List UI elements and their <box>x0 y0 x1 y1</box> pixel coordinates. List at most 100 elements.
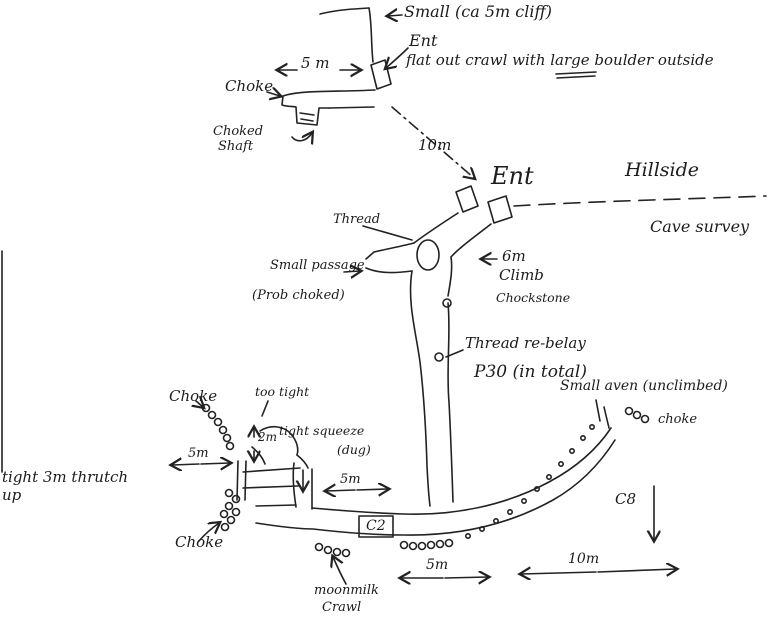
funnel-left-edge <box>413 212 459 244</box>
mid-5m-arrow-right <box>356 489 388 490</box>
top-passage-left-end <box>281 95 330 126</box>
entrance-marker-2 <box>487 195 513 224</box>
label-2m: 2m <box>258 430 278 444</box>
label-5m-bottom: 5m <box>426 557 449 573</box>
label-5m-mid: 5m <box>340 472 361 487</box>
label-p30: P30 (in total) <box>474 362 587 382</box>
c2-box <box>358 515 394 538</box>
aven-line-1 <box>595 399 601 422</box>
label-choke-bottom: Choke <box>175 533 224 551</box>
large-underline-2 <box>556 75 596 79</box>
label-thread: Thread <box>333 212 381 227</box>
label-5m-left: 5m <box>188 446 209 461</box>
bottom-measurements <box>401 569 676 578</box>
left-5m-arrow-right <box>200 463 230 464</box>
label-moonmilk-2: Crawl <box>322 600 362 615</box>
label-6m: 6m <box>502 247 526 265</box>
top-passage-bottom-edge <box>328 106 375 109</box>
small-passage-nub <box>343 242 415 274</box>
label-thrutch-1: tight 3m thrutch <box>2 468 129 486</box>
bottom-passage-bottom-edge <box>255 439 616 536</box>
ent-top-arrow <box>386 47 409 68</box>
label-small-aven: Small aven (unclimbed) <box>560 378 728 394</box>
large-underline-1 <box>555 71 597 75</box>
climb-edge <box>447 256 453 297</box>
label-c8: C8 <box>615 490 637 508</box>
bottom-passage-top-edge <box>311 427 612 516</box>
left-passage-top-edge <box>242 467 301 473</box>
label-chockstone: Chockstone <box>496 290 571 305</box>
thread-loop <box>416 239 440 271</box>
left-passage-bottom-edge <box>242 485 299 489</box>
left-end-bar-1 <box>236 460 239 501</box>
choked-shaft-arrow <box>291 133 312 141</box>
mid-5m-arrow-left <box>326 490 356 491</box>
cliff-top-line <box>319 7 370 15</box>
rebelay-mark <box>434 352 444 362</box>
climb-and-pitch <box>409 256 498 507</box>
pitch-left-edge <box>409 270 431 507</box>
top-entrance-marker <box>370 59 392 90</box>
label-choke-right: choke <box>658 412 698 427</box>
small-passage-bottom-edge <box>365 267 413 274</box>
10m-connector-line <box>391 106 474 178</box>
left-passage <box>172 460 301 542</box>
label-flat-crawl: flat out crawl with large boulder outsid… <box>406 51 714 69</box>
entrance-marker-1 <box>455 185 479 213</box>
label-thread-rebelay: Thread re-belay <box>465 334 586 352</box>
funnel-right-edge <box>450 223 492 258</box>
label-cave-survey: Cave survey <box>650 217 750 236</box>
left-end-bar-2 <box>244 460 247 501</box>
top-passage <box>266 89 376 141</box>
choke-bottom-arrow <box>198 523 219 542</box>
small-cliff-arrow <box>388 15 403 16</box>
label-ent-top: Ent <box>409 31 438 50</box>
pitch-right-edge <box>447 302 454 503</box>
label-5m-top: 5 m <box>301 54 330 72</box>
squeeze-top-edge <box>259 425 299 456</box>
choke-ul-arrow <box>196 401 203 407</box>
bottom-5m-arrow-right <box>444 577 488 578</box>
bottom-10m-arrow-right <box>597 569 676 572</box>
top-passage-top-edge <box>282 89 376 97</box>
too-tight-line <box>261 400 269 417</box>
aven-line-2 <box>603 406 610 429</box>
label-dug: (dug) <box>337 442 371 457</box>
label-small-cliff: Small (ca 5m cliff) <box>404 2 553 21</box>
small-passage-arrow <box>343 271 360 272</box>
thread-pointer-line <box>362 225 413 241</box>
chockstone-mark <box>442 298 452 308</box>
shaft-hatch-1 <box>299 112 315 116</box>
label-c2: C2 <box>366 518 386 534</box>
rebelay-pointer-line <box>445 349 464 358</box>
cliff-vertical-line <box>368 7 374 63</box>
bottom-passage <box>255 423 616 585</box>
small-passage-top-edge <box>365 242 415 260</box>
top-cliff-and-entrance <box>278 7 597 90</box>
label-ent-main: Ent <box>491 162 534 190</box>
label-choked-shaft-1: Choked <box>213 124 264 139</box>
label-thrutch-2: up <box>2 486 22 504</box>
lower-shaft-left-edge <box>292 462 297 508</box>
bottom-passage-top-left <box>255 504 297 507</box>
label-10m-bottom: 10m <box>568 551 600 567</box>
label-small-passage-1: Small passage <box>270 258 365 273</box>
label-choke-upper-left: Choke <box>169 387 218 405</box>
squeeze-to-shaft <box>296 454 309 469</box>
upper-left-choke <box>196 400 269 451</box>
choke-top-arrow <box>266 92 280 96</box>
label-tight-squeeze: tight squeeze <box>279 423 365 438</box>
label-small-passage-2: (Prob choked) <box>252 288 345 303</box>
left-5m-arrow-left <box>172 464 200 465</box>
hillside-dashed-line <box>513 195 767 207</box>
aven-and-right-side <box>595 399 654 540</box>
label-choke-top: Choke <box>225 77 274 95</box>
label-10m: 10m <box>418 136 452 154</box>
moonmilk-arrow <box>333 557 347 585</box>
label-choked-shaft-2: Shaft <box>218 139 254 154</box>
label-moonmilk-1: moonmilk <box>314 583 379 598</box>
shaft-hatch-2 <box>300 118 314 122</box>
label-too-tight: too tight <box>255 384 310 399</box>
